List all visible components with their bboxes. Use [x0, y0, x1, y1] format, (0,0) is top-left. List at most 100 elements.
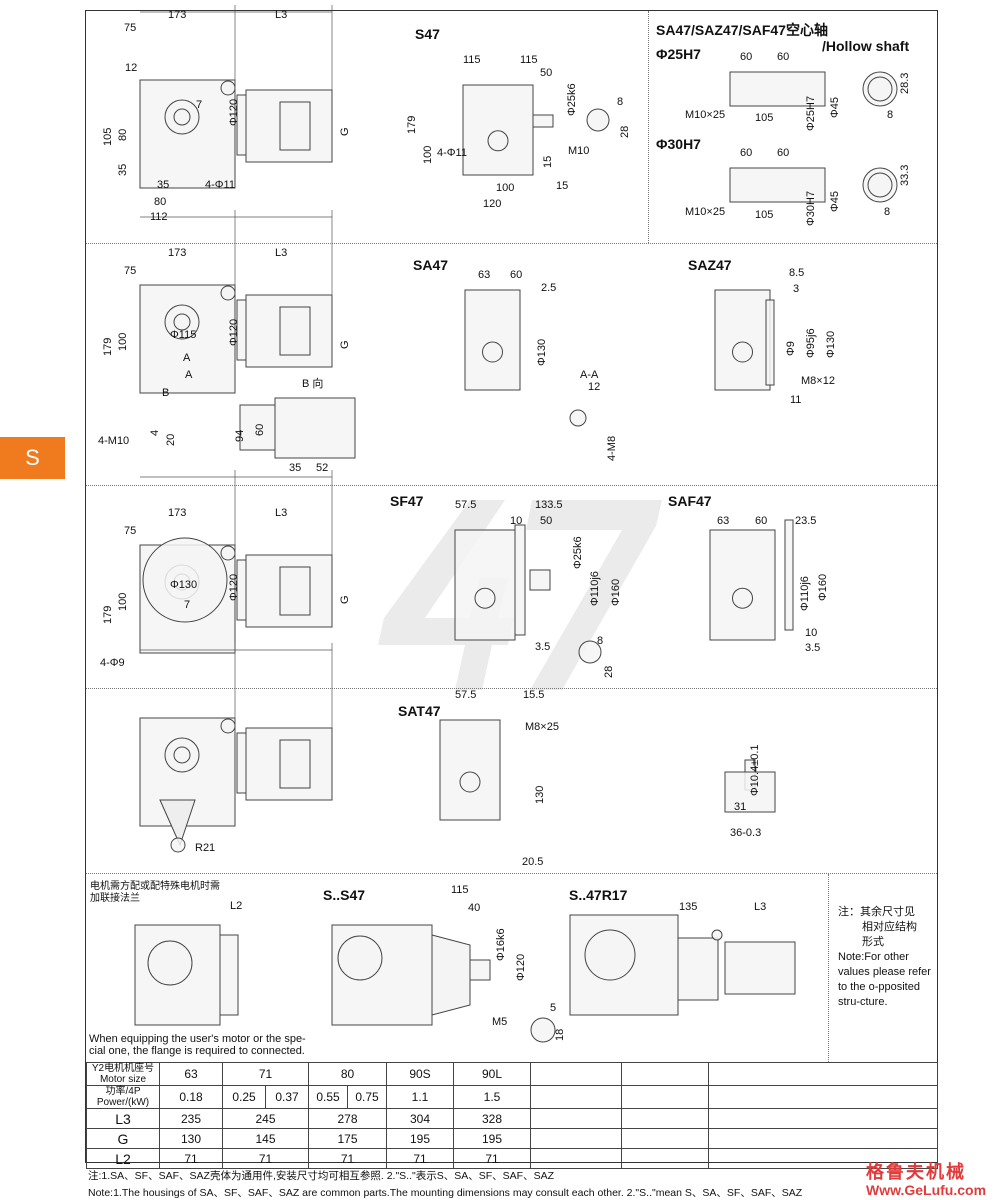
dimension-label: 20	[165, 433, 177, 446]
sf47-main-terminal-box	[279, 566, 311, 616]
dimension-label: 173	[168, 507, 187, 519]
title-sa47: SA47	[413, 257, 449, 273]
s47r17-bore	[584, 929, 636, 981]
cell-empty	[708, 1148, 938, 1169]
dimension-label: 57.5	[455, 689, 477, 701]
cell: 245	[222, 1108, 309, 1129]
dimension-label: 7	[196, 99, 203, 111]
cell: 0.75	[347, 1085, 387, 1109]
dimension-label: 36-0.3	[730, 827, 762, 839]
dimension-label: 52	[316, 462, 329, 474]
dimension-label: L2	[230, 900, 243, 912]
dimension-label: 28	[619, 125, 631, 138]
row-label: L3	[86, 1108, 160, 1129]
title-saz47: SAZ47	[688, 257, 732, 273]
cell: 1.1	[386, 1085, 454, 1109]
dimension-label: Φ130	[536, 338, 548, 366]
dimension-label: B 向	[302, 378, 324, 390]
dimension-label: L3	[754, 901, 767, 913]
saf47-side	[709, 529, 776, 641]
dimension-label: 100	[117, 332, 129, 351]
side-note-cn-3: 形式	[862, 936, 884, 948]
b-view	[274, 397, 356, 459]
row-label: L2	[86, 1148, 160, 1169]
saz47-flange	[765, 299, 775, 386]
section-tab-s[interactable]: S	[0, 437, 65, 479]
table-row-g: G 130 145 175 195 195	[86, 1128, 938, 1149]
divider	[648, 11, 649, 243]
dimension-label: 75	[124, 265, 137, 277]
cell: 71	[222, 1148, 309, 1169]
dimension-label: Φ115	[170, 329, 197, 341]
dimension-label: 80	[117, 128, 129, 141]
cell: 195	[386, 1128, 454, 1149]
dimension-label: 8	[617, 96, 624, 108]
dimension-label: G	[339, 340, 351, 349]
cell: 90L	[453, 1062, 531, 1086]
dimension-label: Φ25k6	[566, 83, 578, 116]
dimension-label: Φ120	[228, 318, 240, 346]
saz47-side-bore	[732, 341, 753, 363]
dimension-label: 60	[777, 147, 790, 159]
dimension-label: Φ10.4±0.1	[749, 744, 761, 796]
label-25h7: Φ25H7	[656, 46, 701, 62]
title-sat47: SAT47	[398, 703, 441, 719]
divider	[86, 243, 937, 244]
dimension-label: 100	[117, 592, 129, 611]
dimension-label: 4-M10	[98, 435, 130, 447]
dimension-label: M5	[492, 1016, 508, 1028]
dimension-label: 105	[755, 112, 774, 124]
cell-empty	[708, 1108, 938, 1129]
cell: 71	[386, 1148, 454, 1169]
dimension-label: 18	[554, 1028, 566, 1041]
dimension-label: 60	[777, 51, 790, 63]
cell: 195	[453, 1128, 531, 1149]
shaft-key-section	[586, 108, 610, 132]
cell: 0.37	[265, 1085, 309, 1109]
row-label: G	[86, 1128, 160, 1149]
table-row-l3: L3 235 245 278 304 328	[86, 1108, 938, 1129]
torque-arm-eye	[170, 837, 186, 853]
side-note-cn-2: 相对应结构	[862, 921, 917, 933]
cell: 63	[159, 1062, 223, 1086]
dimension-label: M10	[568, 145, 590, 157]
dimension-label: 50	[540, 67, 553, 79]
dimension-label: 63	[717, 515, 730, 527]
dimension-label: A	[185, 369, 193, 381]
flange-bore	[147, 940, 193, 986]
s47-main-housing	[139, 79, 236, 189]
dimension-label: 112	[150, 211, 168, 223]
flange-note-en: When equipping the user's motor or the s…	[89, 1033, 306, 1057]
dimension-label: 75	[124, 525, 137, 537]
cell: 0.25	[222, 1085, 266, 1109]
sa47-main-bore-inner	[173, 313, 191, 331]
sat47-side-bore	[459, 771, 481, 793]
dimension-label: 94	[234, 429, 246, 442]
title-hollow-shaft: SA47/SAZ47/SAF47空心轴	[656, 22, 828, 38]
dimension-label: R21	[195, 842, 216, 854]
cell: 304	[386, 1108, 454, 1129]
cell: 278	[308, 1108, 387, 1129]
dimension-label: 8	[884, 206, 891, 218]
dimension-label: G	[339, 595, 351, 604]
dimension-label: 4-Φ11	[437, 147, 467, 159]
dimension-label: 3.5	[805, 642, 821, 654]
dimension-label: Φ110j6	[589, 571, 601, 606]
divider	[86, 485, 937, 486]
sa47-main-terminal-box	[279, 306, 311, 356]
cell: 328	[453, 1108, 531, 1129]
dimension-label: 40	[468, 902, 481, 914]
divider	[828, 874, 829, 1062]
dimension-label: Φ130	[825, 330, 837, 358]
dimension-label: M8×25	[525, 721, 559, 733]
dimension-label: 15	[542, 155, 554, 168]
r17-motor	[724, 941, 796, 995]
cell-empty	[530, 1128, 622, 1149]
dimension-label: 7	[184, 599, 191, 611]
saf47-flange	[784, 519, 794, 631]
flange-note-cn-2: 加联接法兰	[90, 893, 140, 904]
dimension-label: 12	[125, 62, 138, 74]
